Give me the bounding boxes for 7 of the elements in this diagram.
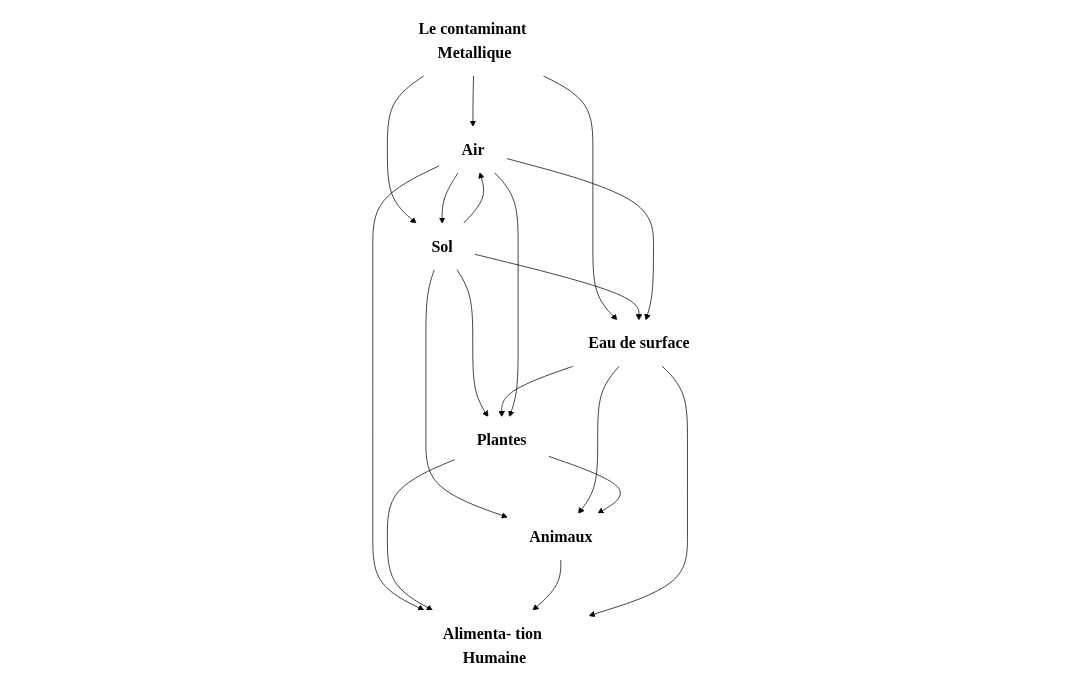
- node-text: Alimenta- tion Humaine: [443, 624, 543, 667]
- node-text: Le contaminant Metallique: [418, 19, 527, 62]
- node-text: Eau de surface: [588, 333, 690, 353]
- node-text: Animaux: [529, 527, 593, 546]
- node-text: Air: [461, 140, 485, 159]
- node-text: Plantes: [477, 430, 527, 449]
- node-text: Sol: [431, 237, 454, 256]
